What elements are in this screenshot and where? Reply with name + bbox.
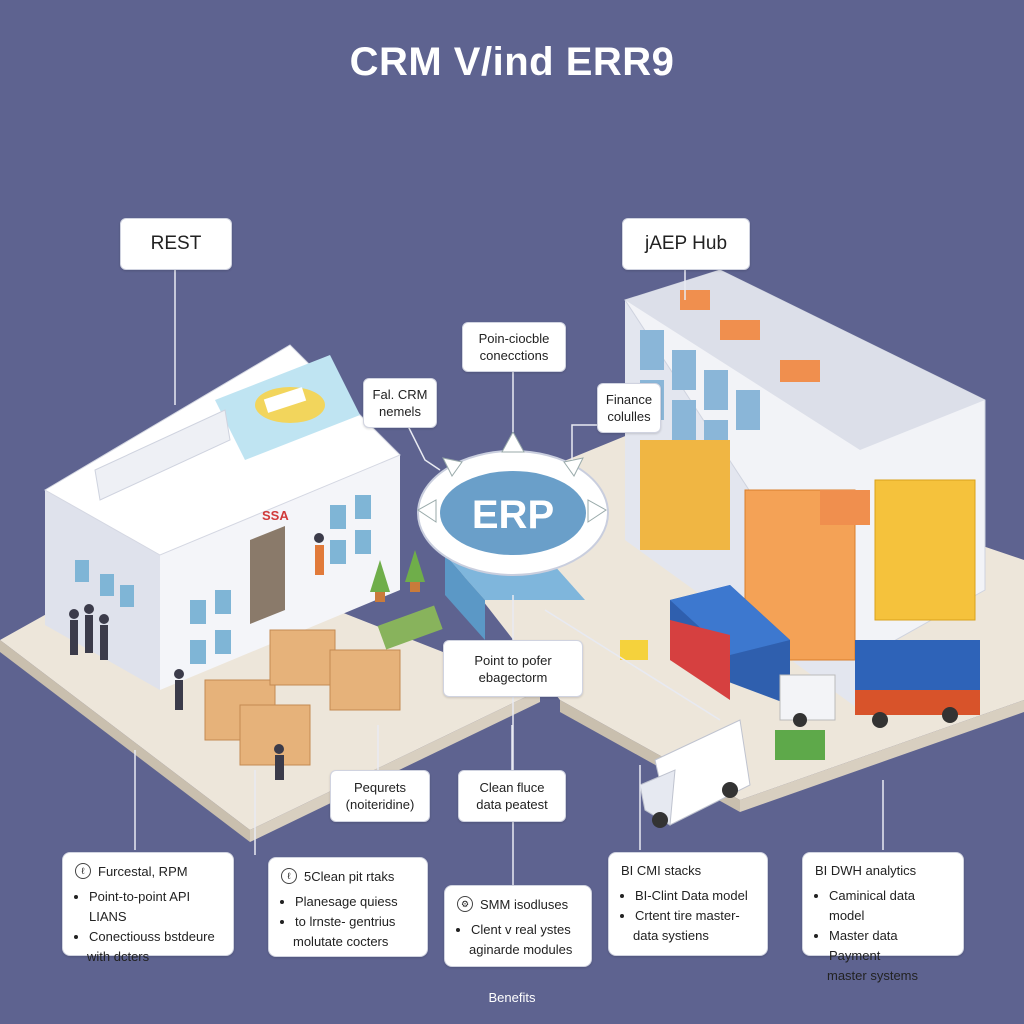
info-icon: ℓ bbox=[75, 863, 91, 879]
warehouse-building bbox=[624, 269, 986, 710]
callout-point-double-line2: conecctions bbox=[479, 348, 549, 363]
benefit-card-1-head: Furcestal, RPM bbox=[98, 863, 188, 879]
benefit-card-5: BI DWH analytics Caminical data model Ma… bbox=[802, 852, 964, 983]
callout-rest-text: REST bbox=[150, 233, 202, 254]
callout-clean-flow-line2: data peatest bbox=[476, 797, 548, 812]
footer-label: Benefits bbox=[488, 990, 536, 1005]
callout-requests: Pequrets (noiteridine) bbox=[330, 770, 430, 822]
callout-hub: jAEP Hub bbox=[622, 218, 750, 270]
benefit-card-2: ℓ 5Clean pit rtaks Planesage quiess to lr… bbox=[268, 857, 428, 957]
benefit-card-1-item-2: Conectiouss bstdeure bbox=[89, 927, 221, 947]
callout-clean-flow-line1: Clean fluce bbox=[479, 780, 545, 795]
callout-point-to-poter: Point to pofer ebagectorm bbox=[443, 640, 583, 697]
page-title: CRM V/ind ERR9 bbox=[349, 40, 675, 84]
benefit-card-2-item-2: to lrnste- gentrius bbox=[295, 912, 415, 932]
callout-crm-panels-line2: nemels bbox=[379, 404, 421, 419]
benefit-card-4-item-1: BI-Clint Data model bbox=[635, 886, 755, 906]
benefit-card-3-head: SMM isodluses bbox=[480, 896, 569, 912]
callout-requests-line1: Pequrets bbox=[353, 780, 407, 795]
callout-point-double-line1: Poin-ciocble bbox=[478, 331, 550, 346]
callout-finance-line1: Finance bbox=[605, 392, 653, 407]
benefit-card-4: BI CMI stacks BI-Clint Data model Crtent… bbox=[608, 852, 768, 956]
benefit-card-5-item-1: Caminical data model bbox=[829, 886, 951, 926]
benefit-card-2-item-3: molutate cocters bbox=[293, 934, 389, 949]
callout-crm-panels-line1: Fal. CRM bbox=[372, 387, 428, 402]
callout-crm-panels: Fal. CRM nemels bbox=[363, 378, 437, 428]
callout-rest: REST bbox=[120, 218, 232, 270]
building-sign: SSA bbox=[262, 508, 289, 523]
callout-point-double: Poin-ciocble conecctions bbox=[462, 322, 566, 372]
shipping-containers bbox=[670, 585, 790, 705]
info-icon: ℓ bbox=[281, 868, 297, 884]
benefit-card-1-item-1: Point-to-point API LIANS bbox=[89, 887, 221, 927]
callout-finance: Finance colulles bbox=[597, 383, 661, 433]
callout-clean-flow: Clean fluce data peatest bbox=[458, 770, 566, 822]
benefit-card-4-head: BI CMI stacks bbox=[621, 863, 702, 878]
people bbox=[69, 533, 324, 780]
connector-lines bbox=[134, 268, 884, 885]
benefit-card-2-head: 5Clean pit rtaks bbox=[304, 868, 395, 884]
benefit-card-4-item-2: Crtent tire master- bbox=[635, 906, 755, 926]
benefit-card-3: ⚙ SMM isodluses Clent v real ystes aginar… bbox=[444, 885, 592, 967]
gear-icon: ⚙ bbox=[457, 896, 473, 912]
erp-hub bbox=[417, 430, 609, 640]
callout-hub-text: jAEP Hub bbox=[644, 233, 728, 254]
office-building bbox=[44, 344, 401, 690]
callout-point-to-poter-line2: ebagectorm bbox=[478, 669, 548, 685]
benefit-card-1: ℓ Furcestal, RPM Point-to-point API LIANS… bbox=[62, 852, 234, 964]
benefit-card-2-item-1: Planesage quiess bbox=[295, 892, 415, 912]
callout-requests-line2: (noiteridine) bbox=[345, 797, 415, 812]
erp-hub-label: ERP bbox=[471, 493, 555, 537]
benefit-card-4-item-3: data systiens bbox=[633, 928, 709, 943]
delivery-truck bbox=[779, 640, 980, 728]
benefit-card-5-item-2: Master data Payment bbox=[829, 926, 951, 966]
benefit-card-3-item-1: Clent v real ystes bbox=[471, 920, 579, 940]
benefit-card-5-head: BI DWH analytics bbox=[815, 863, 917, 878]
callout-point-to-poter-line1: Point to pofer bbox=[474, 652, 552, 668]
benefit-card-3-item-2: aginarde modules bbox=[469, 942, 573, 957]
delivery-van bbox=[639, 719, 751, 828]
cardboard-boxes bbox=[204, 629, 401, 766]
green-boxes bbox=[620, 640, 825, 760]
benefit-card-1-item-3: with dcters bbox=[87, 949, 150, 964]
benefit-card-5-item-3: master systems bbox=[827, 968, 919, 983]
callout-finance-line2: colulles bbox=[607, 409, 651, 424]
plants bbox=[370, 550, 443, 650]
